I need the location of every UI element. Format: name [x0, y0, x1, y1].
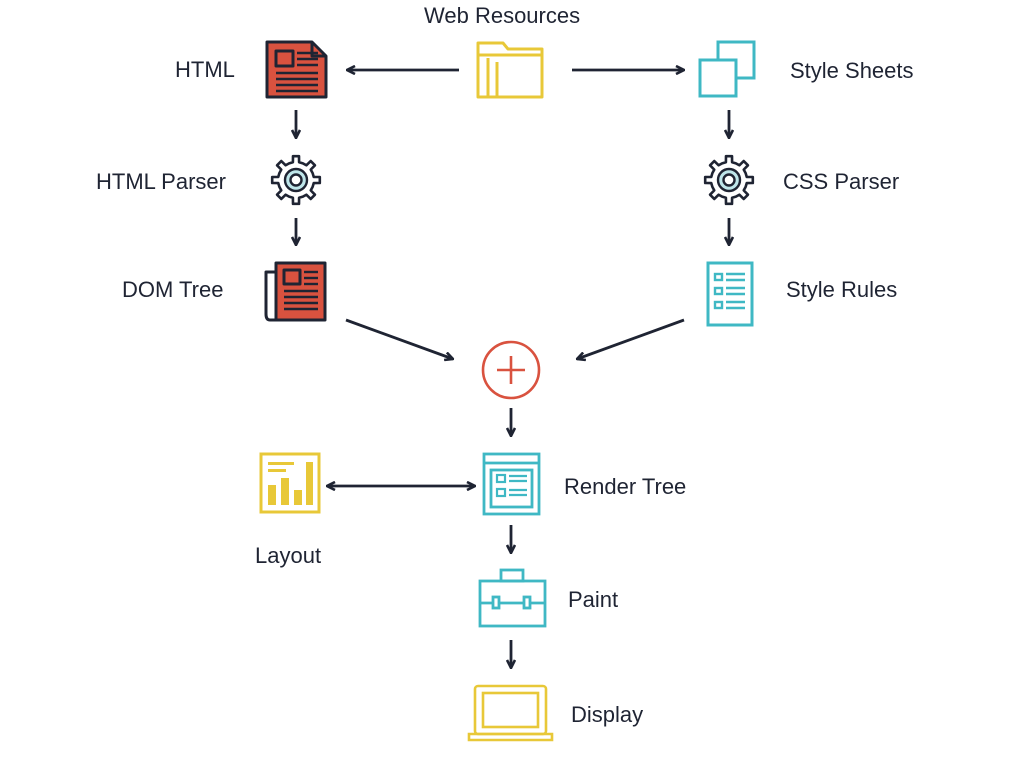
plus-circle-icon	[481, 340, 541, 400]
style-sheets-label: Style Sheets	[790, 58, 914, 83]
style-rules-label: Style Rules	[786, 277, 898, 302]
arrow-dom-tree-to-combine	[345, 318, 453, 359]
paint-label: Paint	[568, 587, 619, 612]
laptop-icon	[467, 684, 554, 742]
checklist-document-icon	[706, 261, 754, 327]
toolbox-icon	[478, 568, 547, 628]
bar-chart-icon	[259, 452, 321, 514]
newspaper-icon	[264, 261, 327, 322]
folder-icon	[476, 41, 544, 99]
dom-tree-label: DOM Tree	[122, 277, 224, 302]
web-resources-label: Web Resources	[424, 3, 581, 28]
html-document-icon	[265, 40, 328, 99]
html-parser-label: HTML Parser	[96, 169, 226, 194]
display-label: Display	[571, 702, 644, 727]
css-parser-label: CSS Parser	[783, 169, 900, 194]
arrow-style-rules-to-combine	[577, 318, 685, 359]
stacked-squares-icon	[698, 40, 756, 98]
render-tree-label: Render Tree	[564, 474, 687, 499]
layout-label: Layout	[255, 543, 322, 568]
html-label: HTML	[175, 57, 235, 82]
window-list-icon	[482, 452, 541, 516]
html-parser-gear-icon	[270, 154, 322, 206]
css-parser-gear-icon	[703, 154, 755, 206]
